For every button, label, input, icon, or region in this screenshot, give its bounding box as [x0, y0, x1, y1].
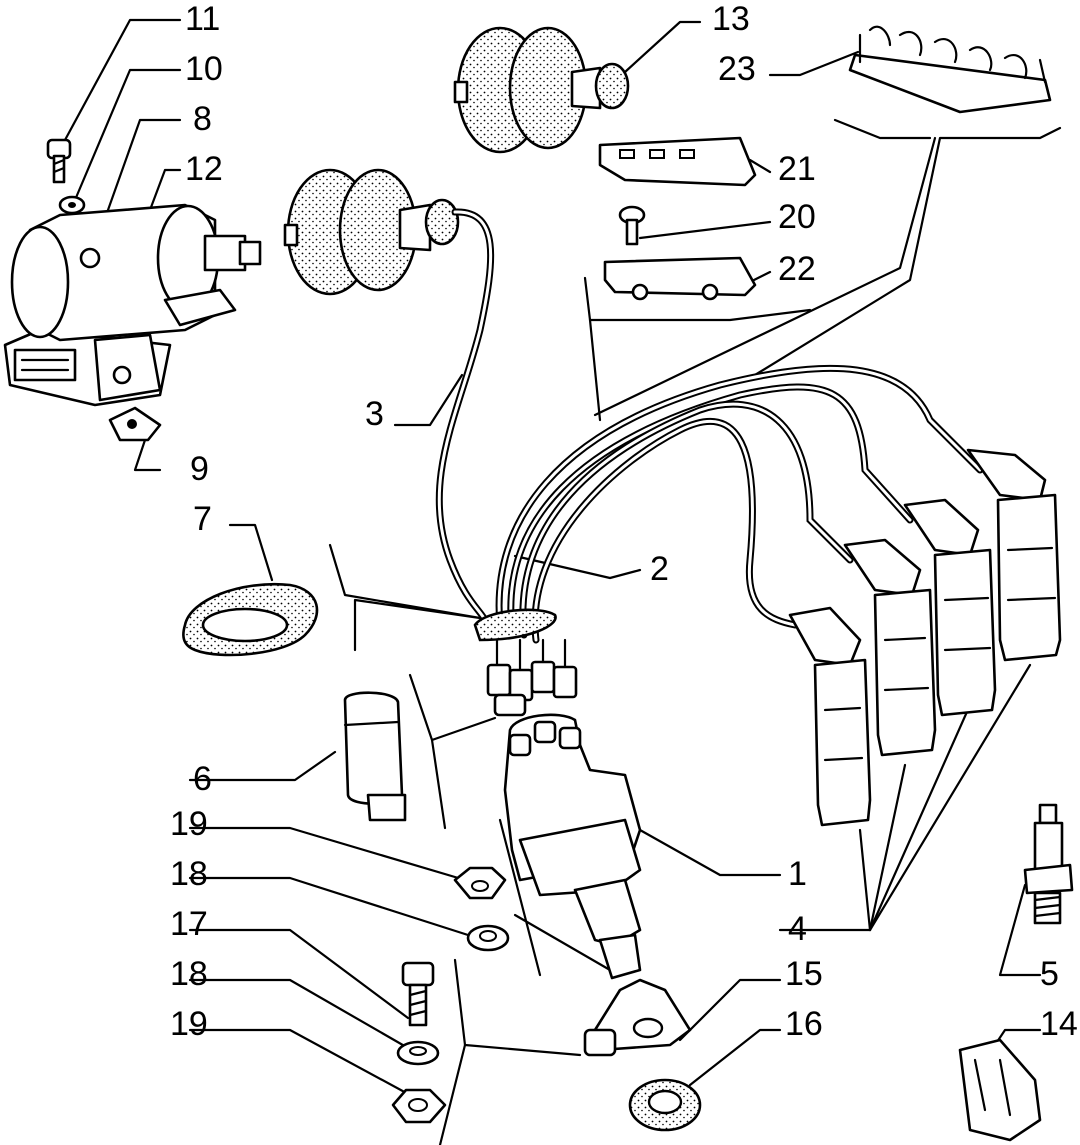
plug-cap-1 [788, 606, 872, 827]
callout-21: 21 [778, 150, 816, 188]
clip-9 [108, 406, 162, 442]
clip-14 [958, 1038, 1042, 1142]
callout-18-lower: 18 [170, 955, 208, 993]
distributor-1 [503, 713, 642, 980]
spark-plug-5 [1023, 803, 1074, 925]
plug-caps-4 [788, 448, 1062, 827]
callout-7: 7 [193, 500, 212, 538]
grommet-7 [182, 582, 319, 657]
callout-14: 14 [1040, 1005, 1078, 1043]
callout-18-upper: 18 [170, 855, 208, 893]
nut-19-lower [391, 1088, 447, 1124]
callout-13: 13 [712, 0, 750, 38]
suppressor-3 [283, 168, 495, 624]
screw-11 [46, 138, 72, 184]
callout-22: 22 [778, 250, 816, 288]
plug-cap-2 [843, 538, 937, 757]
washer-18-upper [466, 924, 510, 952]
base-22 [603, 256, 757, 301]
callout-11: 11 [185, 0, 220, 38]
callout-1: 1 [788, 855, 807, 893]
nut-19-upper [453, 866, 507, 900]
plug-cap-3 [903, 498, 997, 717]
callout-19-upper: 19 [170, 805, 208, 843]
callout-4: 4 [788, 910, 807, 948]
callout-5: 5 [1040, 955, 1059, 993]
callout-6: 6 [193, 760, 212, 798]
callout-17: 17 [170, 905, 208, 943]
suppressor-13 [453, 26, 630, 154]
callout-8: 8 [193, 100, 212, 138]
ht-leads [495, 364, 984, 644]
callout-2: 2 [650, 550, 669, 588]
callout-23: 23 [718, 50, 756, 88]
callout-9: 9 [190, 450, 209, 488]
cover-21 [598, 136, 757, 187]
screw-20 [618, 205, 646, 246]
seal-16 [628, 1078, 702, 1132]
callout-16: 16 [785, 1005, 823, 1043]
callout-labels: 11 10 8 12 13 23 21 20 22 3 9 7 2 6 19 1… [170, 0, 1078, 1043]
washer-18-lower [396, 1040, 440, 1066]
ignition-coil [3, 203, 262, 407]
callout-15: 15 [785, 955, 823, 993]
callout-20: 20 [778, 198, 816, 236]
cable-holder-23 [848, 25, 1052, 114]
plug-cap-4b [966, 448, 1062, 662]
callout-3: 3 [365, 395, 384, 433]
bolt-17 [401, 961, 435, 1027]
lead-connectors-2 [473, 608, 578, 717]
bracket-15 [583, 978, 692, 1057]
callout-10: 10 [185, 50, 223, 88]
washer-10 [58, 195, 86, 215]
sensor-6 [343, 691, 407, 822]
callout-12: 12 [185, 150, 223, 188]
leader-lines [63, 18, 1062, 1145]
callout-19-lower: 19 [170, 1005, 208, 1043]
